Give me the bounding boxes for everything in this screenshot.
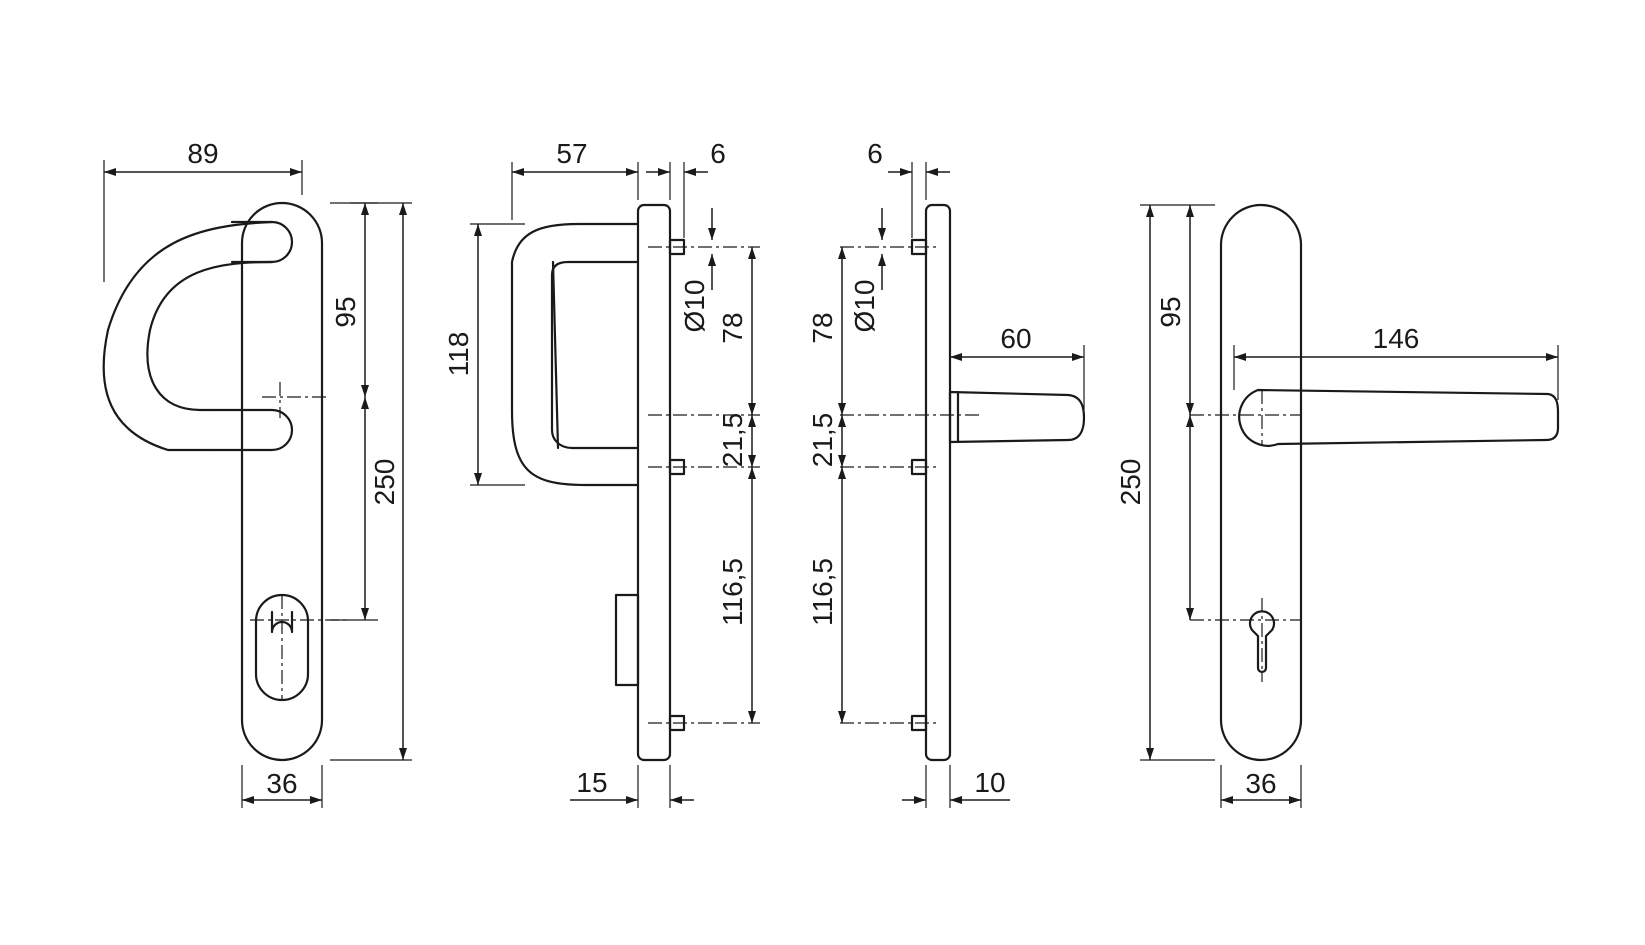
dim-rear-lever-length: 146	[1373, 323, 1420, 354]
dim-side-pin-offset: 6	[710, 138, 726, 169]
side-latch-block	[614, 593, 640, 687]
rear-view: 95 250 146 36	[1115, 203, 1560, 808]
front-handle-top-end	[230, 220, 294, 264]
dim-side-handle-height: 118	[443, 332, 474, 377]
back-knob	[948, 390, 1086, 444]
dim-back-plate-depth: 10	[974, 767, 1005, 798]
front-backplate	[240, 201, 324, 762]
rear-backplate	[1219, 203, 1303, 762]
dim-rear-lever-center: 95	[1155, 296, 1186, 327]
front-handle-bottom-end	[210, 408, 294, 452]
side-view: 57 6 118 Ø10 78 21,5 116,5 15	[443, 138, 760, 808]
dim-back-knob-projection: 60	[1000, 323, 1031, 354]
dim-front-plate-width: 36	[266, 768, 297, 799]
front-view: 89 95 250 36	[102, 138, 412, 808]
rear-lever	[1238, 388, 1560, 447]
back-backplate	[924, 203, 952, 762]
front-pull-handle	[102, 220, 274, 452]
dim-back-upper-spacing: 78	[807, 312, 838, 343]
dim-back-lower-spacing: 116,5	[807, 558, 838, 626]
dim-front-total-height: 250	[369, 459, 400, 506]
dim-back-pin-offset: 6	[867, 138, 883, 169]
dim-side-base-depth: 15	[576, 767, 607, 798]
rear-keyhole	[1248, 610, 1276, 674]
dim-back-pin-diameter: Ø10	[849, 280, 880, 333]
side-pull-handle	[510, 222, 640, 487]
dim-rear-total-height: 250	[1115, 459, 1146, 506]
side-backplate	[636, 203, 672, 762]
dim-back-mid-spacing: 21,5	[807, 413, 838, 468]
dim-side-projection: 57	[556, 138, 587, 169]
dim-front-lever-center: 95	[330, 296, 361, 327]
back-view: 6 Ø10 78 21,5 116,5 60 10	[807, 138, 1086, 808]
dim-side-mid-spacing: 21,5	[717, 413, 748, 468]
dim-side-lower-spacing: 116,5	[717, 558, 748, 626]
dim-rear-plate-width: 36	[1245, 768, 1276, 799]
front-keyhole	[270, 610, 294, 634]
dim-front-lever-width: 89	[187, 138, 218, 169]
dim-side-upper-spacing: 78	[717, 312, 748, 343]
dim-side-pin-diameter: Ø10	[679, 280, 710, 333]
